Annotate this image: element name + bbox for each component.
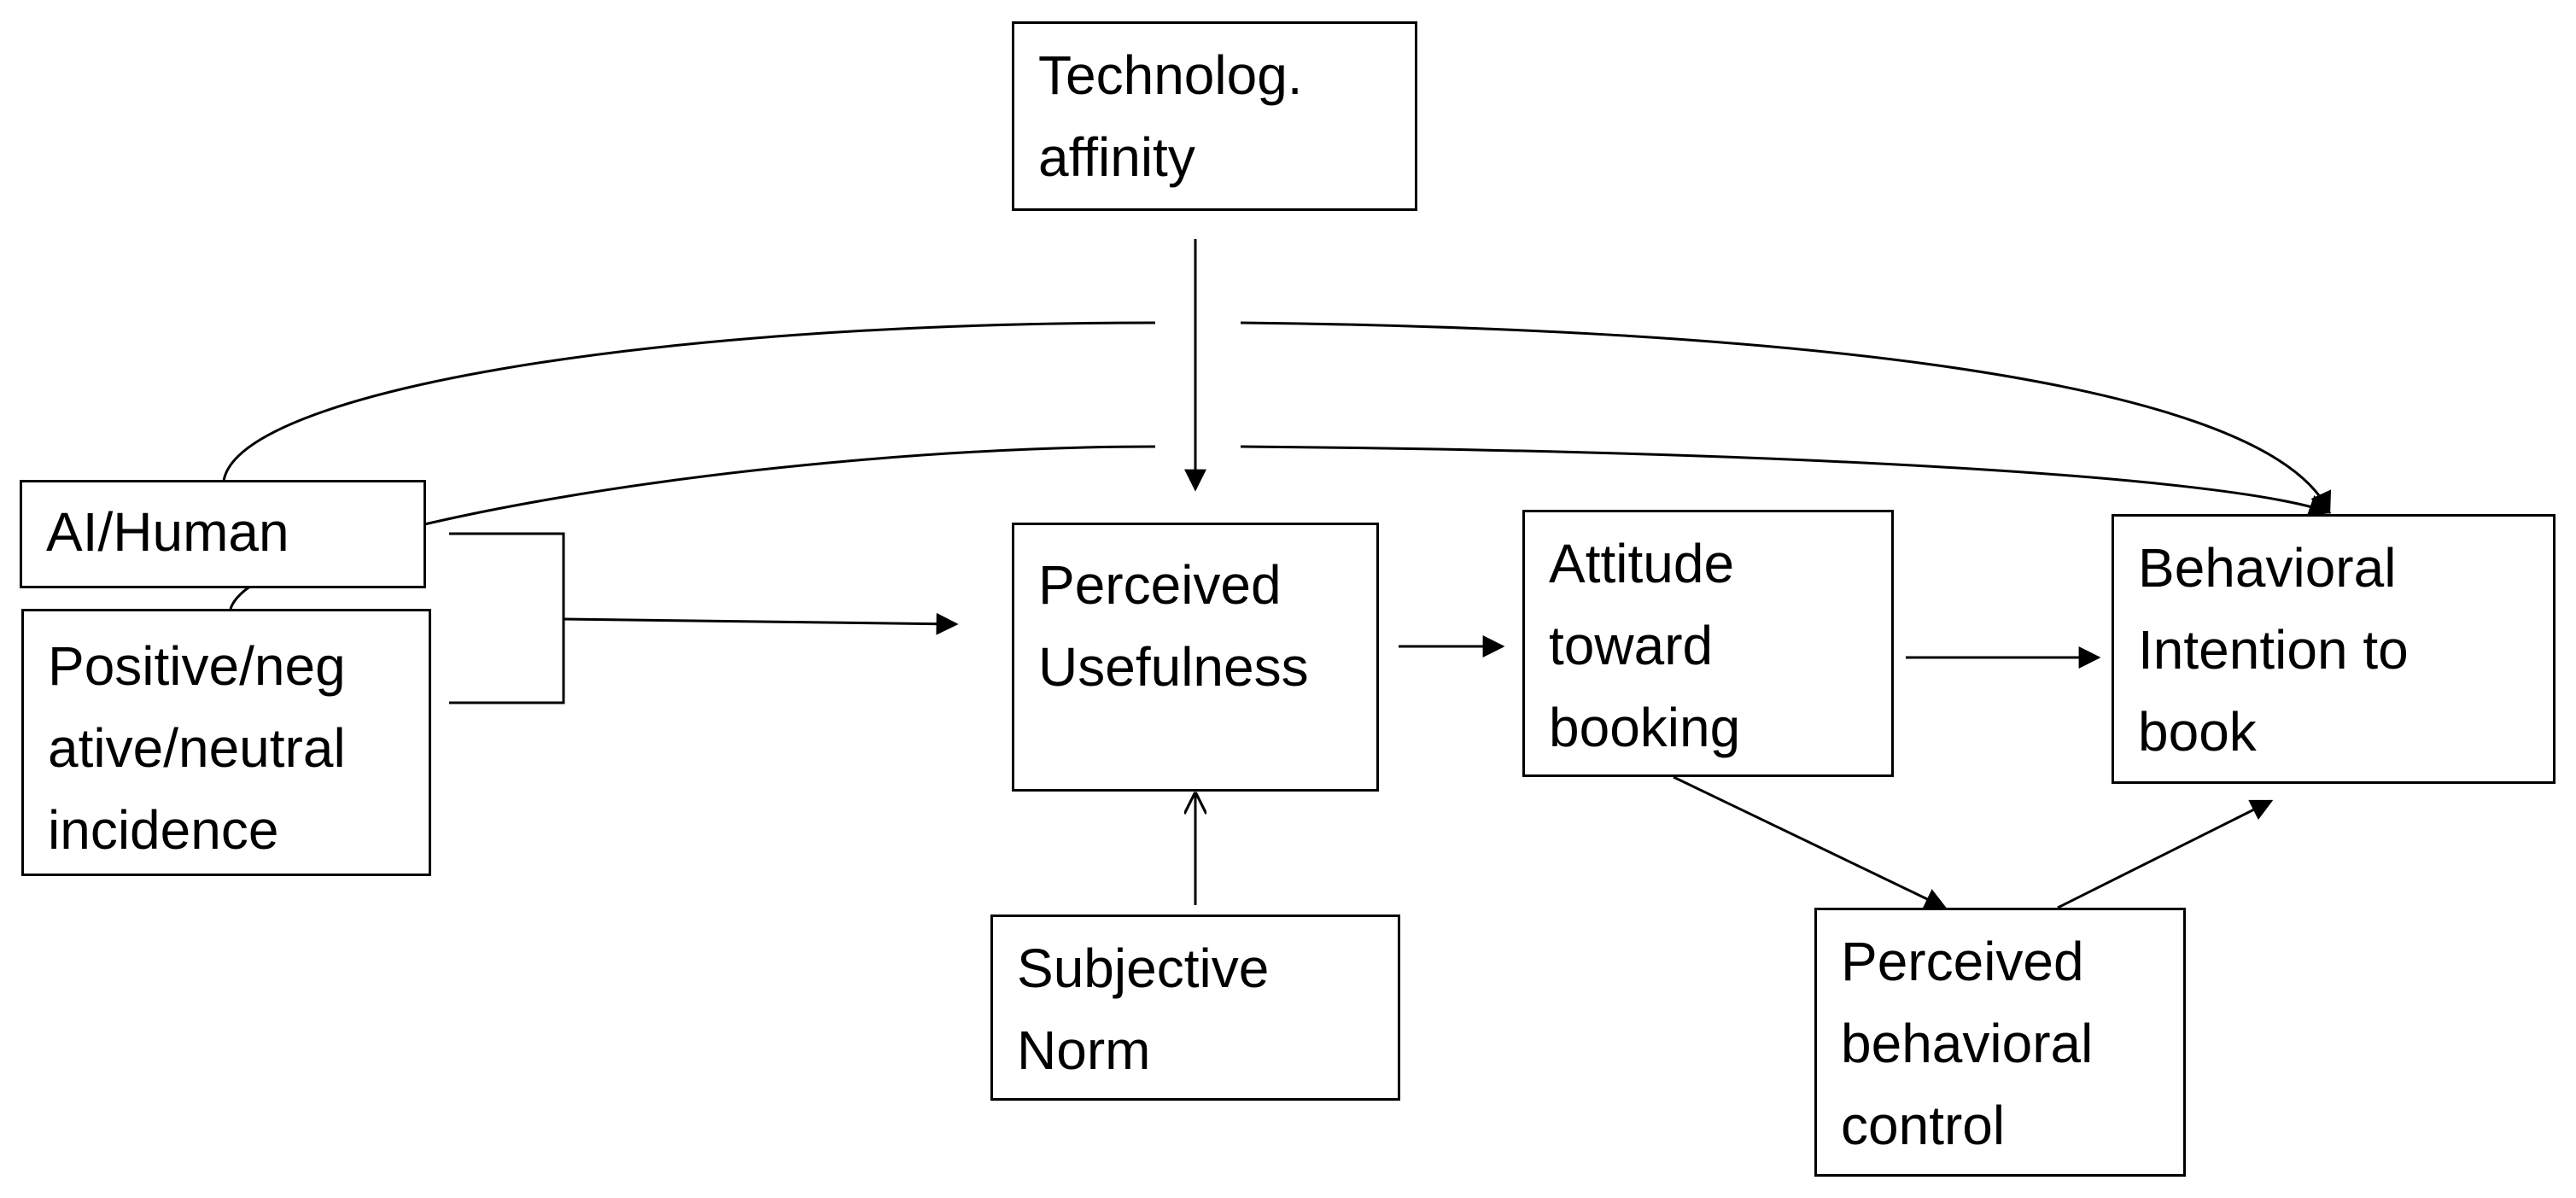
node-behavioral-intention: Behavioral Intention to book [2112,514,2556,784]
node-label: Perceived behavioral control [1841,931,2094,1156]
edge-attitude-to-pbc [1673,775,1948,909]
node-ai-human: AI/Human [20,480,426,588]
node-label: Perceived Usefulness [1038,554,1309,698]
node-label: Technolog. affinity [1038,44,1303,188]
node-attitude-toward-booking: Attitude toward booking [1522,510,1894,777]
node-subjective-norm: Subjective Norm [990,915,1400,1101]
node-label: Positive/neg ative/neutral incidence [48,635,346,861]
node-incidence: Positive/neg ative/neutral incidence [21,609,431,876]
node-technological-affinity: Technolog. affinity [1012,21,1417,211]
edge-bracket-to-perceived-usefulness [563,612,959,635]
edge-bracket-ai-human-incidence [449,532,565,704]
edge-ai-human-to-behavioral-intention [222,321,2329,512]
node-label: Subjective Norm [1017,938,1270,1081]
node-label: Attitude toward booking [1549,533,1741,758]
node-perceived-behavioral-control: Perceived behavioral control [1814,908,2186,1177]
node-label: AI/Human [46,501,289,563]
edge-pbc-to-behavioral-intention [2057,799,2274,909]
node-label: Behavioral Intention to book [2138,537,2409,763]
node-perceived-usefulness: Perceived Usefulness [1012,523,1379,792]
